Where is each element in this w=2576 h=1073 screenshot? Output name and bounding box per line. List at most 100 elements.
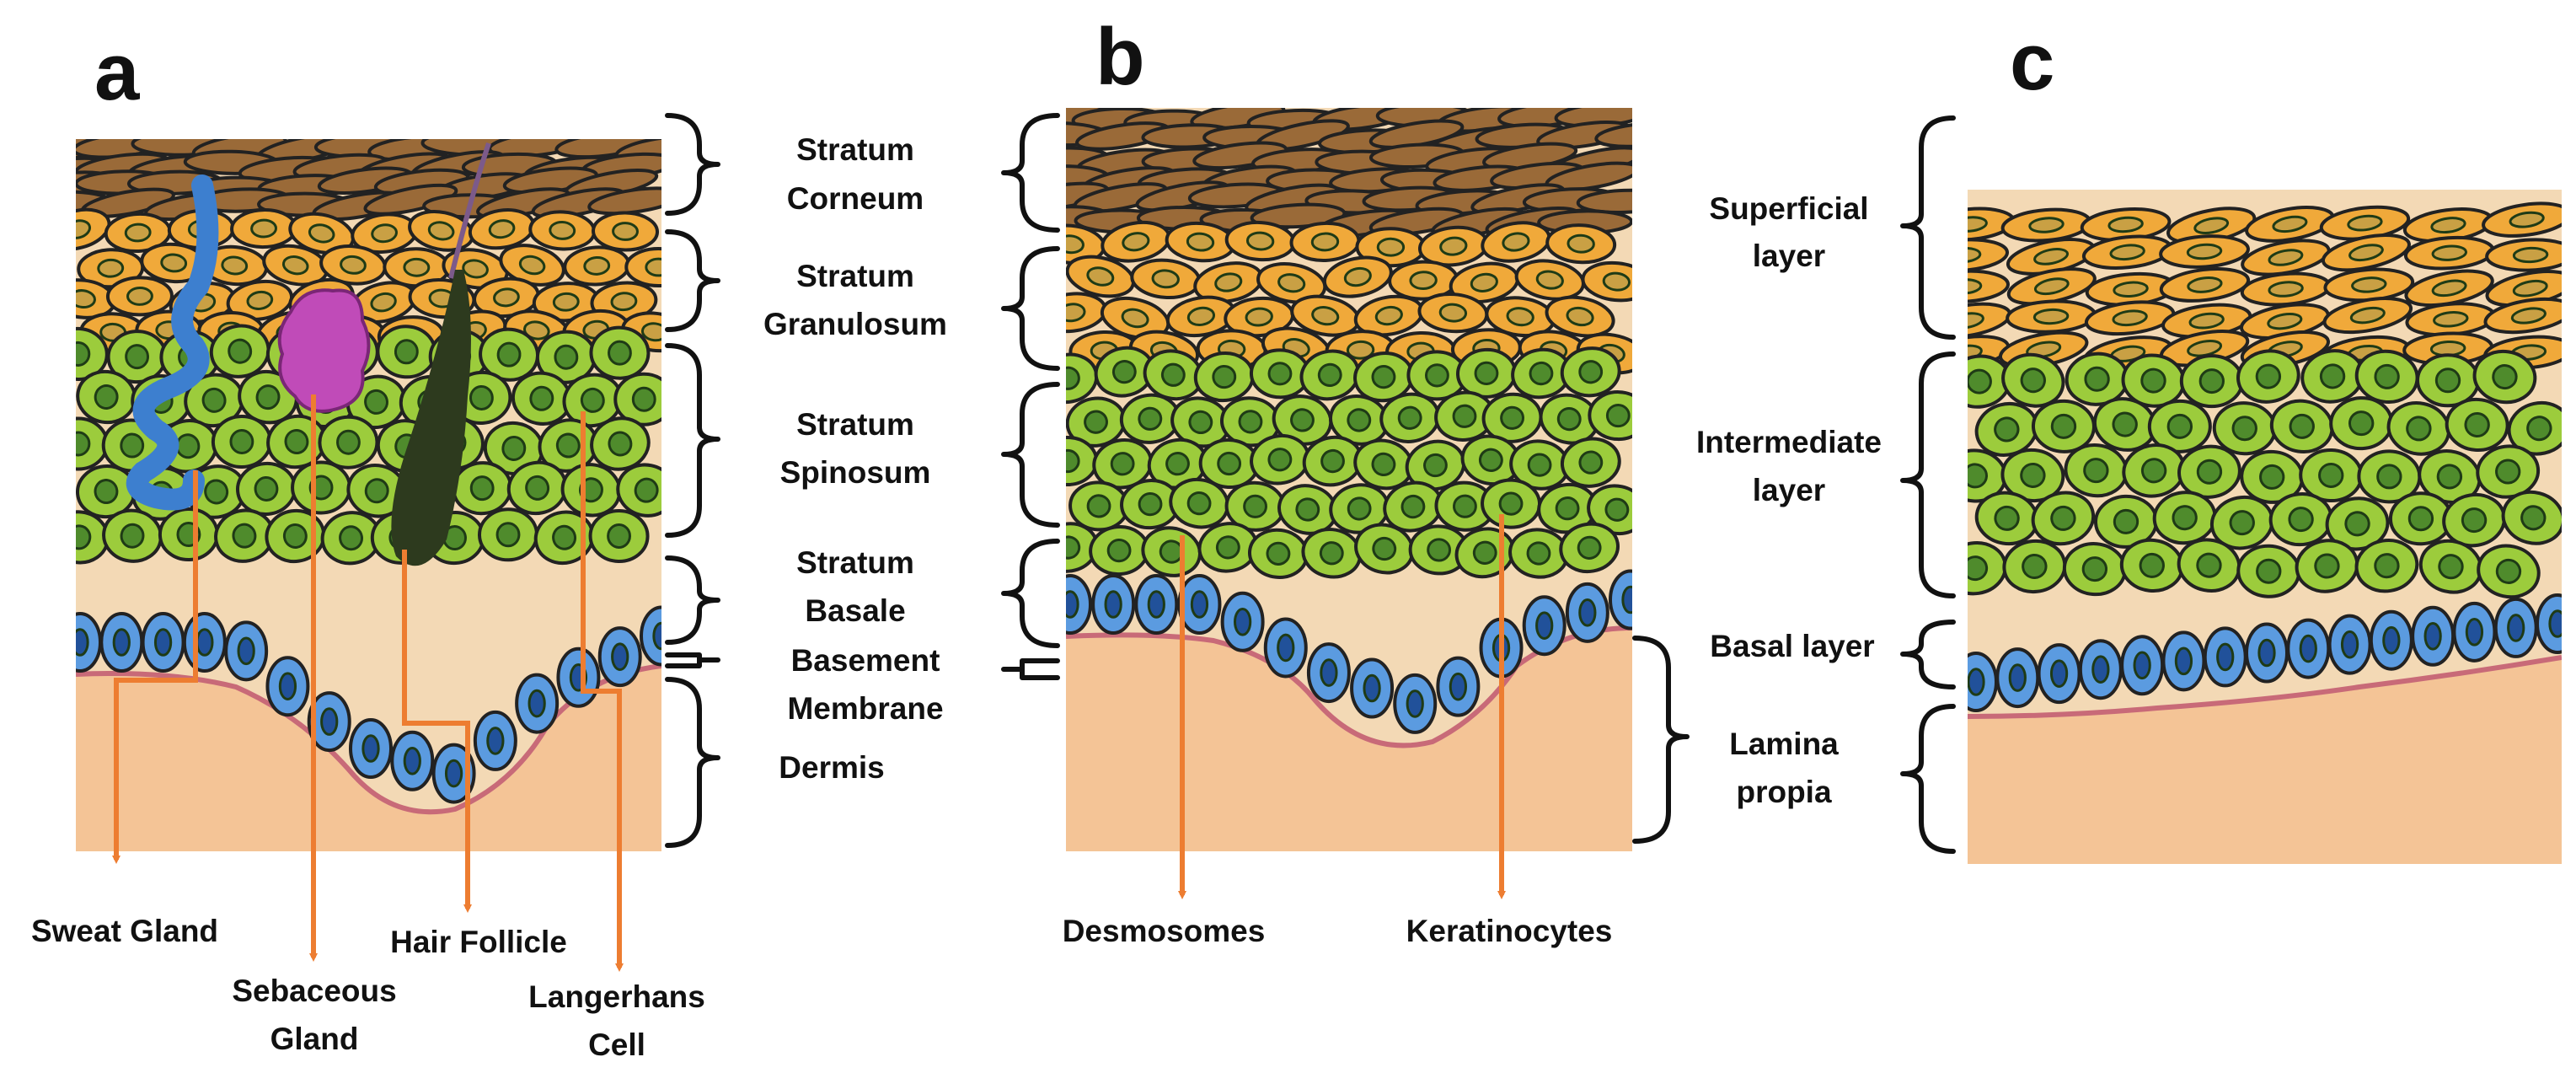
bracket-b-spinosum <box>1001 382 1060 528</box>
cell <box>158 507 219 562</box>
cell <box>2179 354 2244 409</box>
label-langerhans-cell-line1: Langerhans <box>528 979 705 1014</box>
cell <box>1198 438 1260 490</box>
cell <box>2415 353 2480 408</box>
panel-b-dermis <box>1066 628 1632 851</box>
cell <box>2536 593 2562 654</box>
label-stratum-corneum-line1: Stratum <box>796 132 914 167</box>
label-stratum-basale-line2: Basale <box>805 593 905 628</box>
callout-line-sweat-gland <box>112 470 198 864</box>
cell <box>589 325 651 380</box>
cell <box>2000 448 2065 503</box>
panel-b-layer-brackets <box>1001 113 1060 680</box>
cell <box>1560 437 1621 488</box>
cell <box>2080 207 2172 242</box>
cell <box>76 416 109 471</box>
mucosa-layer-labels: Superficial layer Intermediate layer Bas… <box>1696 191 1882 809</box>
cell <box>1388 260 1459 301</box>
panel-b-cells <box>1066 108 1632 734</box>
cell <box>431 743 476 804</box>
panel-a-callout-labels: Sweat Gland Sebaceous Gland Hair Follicl… <box>31 914 705 1062</box>
cell <box>1169 477 1229 529</box>
cell <box>1134 574 1179 635</box>
cell <box>1066 574 1092 635</box>
cell <box>1119 393 1181 444</box>
label-stratum-spinosum-line1: Stratum <box>796 407 914 442</box>
cell <box>2236 349 2300 404</box>
label-basal-layer: Basal layer <box>1710 629 1874 663</box>
cell <box>307 691 351 753</box>
label-langerhans-cell-line2: Cell <box>588 1027 645 1062</box>
bracket-b-basale <box>1001 539 1060 648</box>
cell <box>349 718 393 779</box>
cell <box>1322 255 1393 298</box>
cell <box>588 508 650 563</box>
cell <box>201 244 269 287</box>
cell <box>452 461 513 516</box>
cell <box>209 324 270 378</box>
cell <box>1143 349 1204 401</box>
label-stratum-spinosum-line2: Spinosum <box>780 455 931 490</box>
cell <box>597 626 642 688</box>
label-sebaceous-gland-line2: Gland <box>270 1022 359 1056</box>
cell <box>1091 574 1136 635</box>
cell <box>2212 401 2277 456</box>
panel-a-callout-lines <box>112 394 624 972</box>
label-hair-follicle: Hair Follicle <box>390 925 567 959</box>
cell <box>2485 238 2562 272</box>
cell <box>2031 491 2096 546</box>
cell <box>376 325 437 379</box>
cell <box>1248 528 1309 579</box>
panel-c-lamina-propria <box>1968 657 2562 864</box>
cell <box>105 276 174 317</box>
cell <box>1165 295 1237 338</box>
cell <box>262 244 329 287</box>
cell <box>2327 614 2372 675</box>
bracket-a-basale <box>665 555 720 645</box>
cell <box>1581 260 1632 303</box>
cell <box>1417 292 1489 334</box>
cell <box>226 279 294 321</box>
cell <box>266 414 327 469</box>
panel-a-hair-shaft <box>448 142 491 279</box>
cell <box>2177 538 2241 593</box>
cell <box>2445 397 2509 453</box>
panel-c-mucosa-illustration <box>1968 190 2562 864</box>
cell <box>533 510 595 566</box>
cell <box>1406 350 1468 401</box>
cell <box>2369 609 2413 671</box>
cell <box>1101 220 1171 263</box>
bracket-b-corneum <box>1001 113 1060 233</box>
panel-c-cells <box>1968 201 2562 712</box>
cell <box>2507 400 2562 456</box>
cell <box>238 369 298 425</box>
cell <box>214 508 275 563</box>
cell <box>1417 225 1489 267</box>
cell <box>2405 302 2497 337</box>
cell <box>2065 351 2129 406</box>
cell <box>2119 538 2184 593</box>
cell <box>1408 524 1470 576</box>
cell <box>511 371 572 426</box>
cell <box>2402 207 2494 244</box>
cell <box>2209 495 2274 550</box>
cell <box>2404 269 2494 308</box>
cell <box>616 463 661 518</box>
cell <box>1066 223 1106 265</box>
cell <box>1995 647 2040 709</box>
cell <box>1588 390 1632 442</box>
cell <box>1436 656 1481 717</box>
cell <box>515 673 560 734</box>
cell <box>1220 591 1265 652</box>
panel-c-letter: c <box>2010 17 2054 107</box>
cell <box>2236 544 2301 598</box>
cell <box>1277 484 1338 535</box>
cell <box>1224 220 1296 262</box>
panel-a-sweat-gland <box>126 174 219 511</box>
cell <box>2403 235 2495 271</box>
cell <box>587 186 661 216</box>
cell <box>2269 399 2334 453</box>
label-stratum-granulosum-line2: Granulosum <box>763 307 947 341</box>
panel-c-layer-brackets <box>1900 115 1956 854</box>
label-superficial-layer-line1: Superficial <box>1709 191 1868 226</box>
